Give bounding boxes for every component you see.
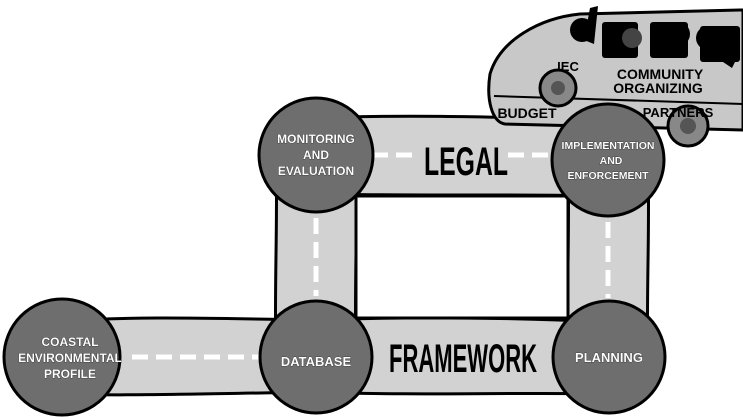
node-circle-planning [551,299,667,415]
node-label-monitoring-3: EVALUATION [278,164,354,178]
passenger-arm-raised [584,6,598,44]
node-database: DATABASE [258,299,374,415]
road-label-framework: FRAMEWORK [389,337,537,381]
node-coastal-profile: COASTAL ENVIRONMENTAL PROFILE [2,297,122,417]
bus-stripe [493,95,743,105]
passenger-arm-waving [708,44,736,68]
bus-label-iec: IEC [557,59,579,74]
bus-label-organizing: ORGANIZING [613,80,703,96]
bus-label-community: COMMUNITY [617,66,704,82]
passenger-head-3 [666,22,690,46]
bus-label-partners: PARTNERS [643,105,714,120]
node-circle-monitoring [257,96,375,214]
bus-label-budget: BUDGET [497,105,557,121]
bus-wheel-front-hub [551,81,565,95]
passenger-head-2 [622,28,642,48]
node-planning: PLANNING [551,299,667,415]
passenger-head-4 [696,26,720,50]
node-label-monitoring-1: MONITORING [277,132,355,146]
node-label-implementation-2: AND [600,155,623,167]
node-circle-implementation [550,102,666,218]
bus: IEC COMMUNITY ORGANIZING BUDGET PARTNERS [487,6,743,148]
node-label-implementation-1: IMPLEMENTATION [562,140,655,152]
node-implementation: IMPLEMENTATION AND ENFORCEMENT [550,102,666,218]
node-monitoring: MONITORING AND EVALUATION [257,96,375,214]
node-label-coastal-2: ENVIRONMENTAL [18,351,122,365]
node-circle-coastal [2,297,122,417]
node-label-coastal-1: COASTAL [41,335,98,349]
node-label-database: DATABASE [281,354,352,369]
node-circle-database [258,299,374,415]
node-label-planning: PLANNING [575,350,643,365]
node-label-monitoring-2: AND [303,148,329,162]
road-label-legal: LEGAL [424,140,508,184]
node-label-implementation-3: ENFORCEMENT [567,170,649,182]
inner-block [354,194,570,320]
bus-wheel-rear-hub [680,118,696,134]
node-label-coastal-3: PROFILE [44,367,96,381]
